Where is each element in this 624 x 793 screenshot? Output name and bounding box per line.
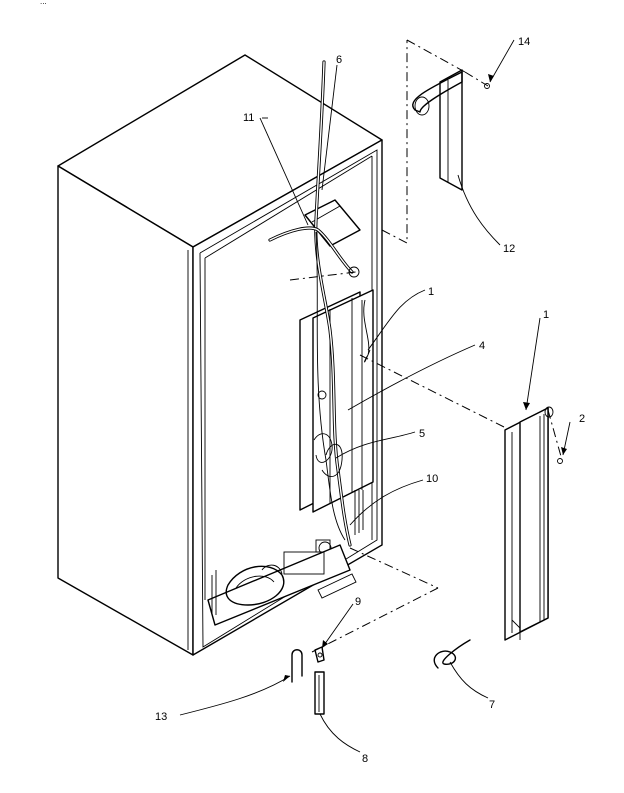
clip-part-13 — [291, 649, 303, 683]
callout-5: 5 — [419, 428, 425, 440]
callout-10: 10 — [426, 473, 438, 485]
callout-8: 8 — [362, 753, 368, 765]
callout-13: 13 — [155, 711, 167, 723]
callout-1-upper: 1 — [428, 286, 434, 298]
evaporator-panel — [299, 289, 374, 513]
callout-6: 6 — [336, 54, 342, 66]
upper-cover-part-12 — [412, 69, 490, 191]
screw-part-9 — [314, 646, 325, 663]
callout-12: 12 — [503, 243, 515, 255]
callout-4: 4 — [479, 340, 485, 352]
capillary-tubing — [268, 60, 371, 555]
screw-part-2 — [557, 458, 563, 464]
leader-lines — [179, 39, 571, 753]
header-fragment: ... — [40, 0, 47, 6]
assembly-lines — [289, 39, 563, 653]
callout-14: 14 — [518, 36, 530, 48]
callout-7: 7 — [489, 699, 495, 711]
compressor-area — [207, 490, 364, 626]
callout-9: 9 — [355, 596, 361, 608]
callout-1-panel: 1 — [543, 309, 549, 321]
callout-2: 2 — [579, 413, 585, 425]
callout-labels: 14 6 11 12 1 1 4 2 5 10 9 13 7 8 — [155, 36, 585, 765]
tie-part-7 — [433, 639, 471, 669]
refrigerator-cabinet — [57, 54, 383, 656]
tube-part-8 — [314, 671, 325, 715]
callout-11: 11 — [243, 112, 254, 124]
rear-access-panel-part-1 — [504, 406, 554, 641]
